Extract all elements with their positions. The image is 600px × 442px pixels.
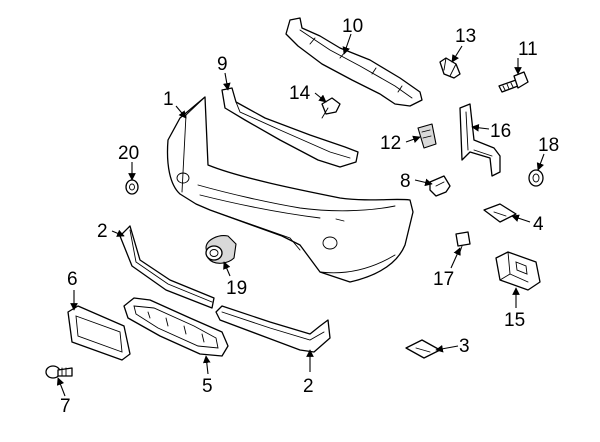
grille-part <box>123 297 229 357</box>
mount-bracket-part <box>495 251 541 291</box>
callout-13: 13 <box>455 26 476 47</box>
callout-10: 10 <box>342 16 363 37</box>
callout-15: 15 <box>504 310 525 331</box>
callout-7: 7 <box>60 396 71 417</box>
small-bracket-part <box>417 123 437 149</box>
callout-12: 12 <box>380 133 401 154</box>
callout-5: 5 <box>202 376 213 397</box>
callout-11: 11 <box>518 39 538 60</box>
absorber-bracket-part <box>221 87 359 168</box>
callout-4: 4 <box>533 214 544 235</box>
callout-2-right: 2 <box>303 376 314 397</box>
molding-right-part <box>215 305 331 353</box>
bolt-17-part <box>455 231 471 253</box>
grommet-part <box>125 179 139 195</box>
reinforcement-bar-part <box>285 17 423 107</box>
callout-1: 1 <box>163 89 174 110</box>
molding-left-part <box>119 225 215 309</box>
leader-lines <box>56 33 545 397</box>
clip-part <box>439 57 461 79</box>
nut-plate-3-part <box>405 339 441 359</box>
callout-labels: 1 2 2 3 4 5 6 7 8 9 10 11 12 13 14 15 16… <box>60 16 559 417</box>
license-bracket-part <box>67 305 131 361</box>
retainer-clip-part <box>429 175 451 197</box>
plug-part <box>528 169 544 187</box>
callout-2-left: 2 <box>97 221 108 242</box>
bolt-part <box>498 71 529 93</box>
callout-17: 17 <box>433 269 454 290</box>
nut-plate-part <box>483 203 517 223</box>
callout-6: 6 <box>67 269 78 290</box>
screw-part <box>45 365 73 379</box>
callout-9: 9 <box>217 54 228 75</box>
callout-20: 20 <box>118 143 139 164</box>
callout-18: 18 <box>538 135 559 156</box>
callout-14: 14 <box>289 83 311 104</box>
callout-19: 19 <box>226 278 247 299</box>
bumper-cover-part <box>166 96 414 283</box>
callout-16: 16 <box>490 121 511 142</box>
callout-3: 3 <box>459 336 470 357</box>
callout-8: 8 <box>400 171 411 192</box>
fog-lamp-part <box>205 235 237 264</box>
